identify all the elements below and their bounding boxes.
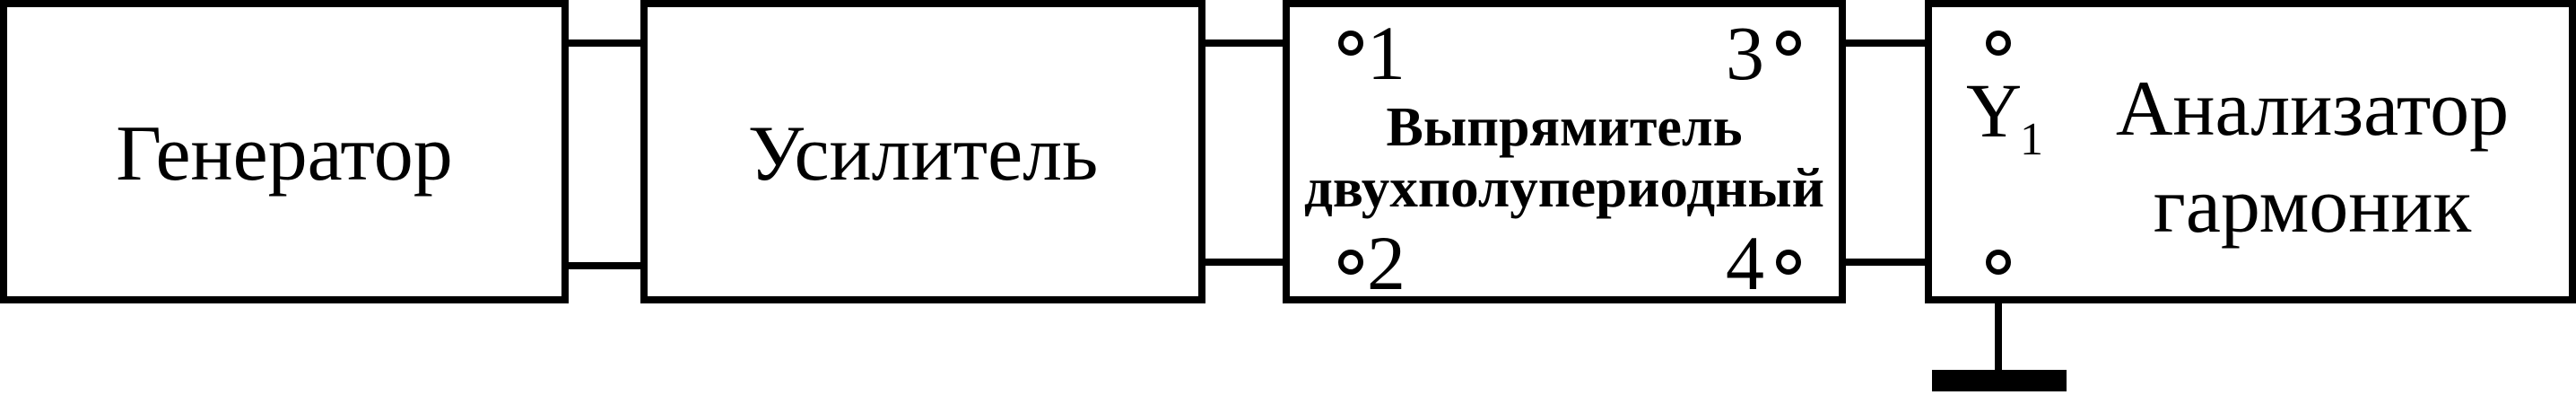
analyzer-frame — [1925, 0, 2576, 303]
terminal-3-label: 3 — [1726, 10, 1764, 96]
ground-symbol — [1932, 370, 2067, 391]
terminal-2-label: 2 — [1367, 220, 1405, 306]
analyzer-input-subscript: 1 — [2020, 114, 2043, 165]
analyzer-title-line1: Анализатор — [2116, 66, 2509, 153]
rectifier-block: Выпрямитель двухполупериодный 1 2 3 4 — [1283, 0, 1846, 306]
rectifier-frame — [1283, 0, 1846, 303]
terminal-1 — [1338, 31, 1363, 56]
analyzer-block: Y 1 Анализатор гармоник — [1925, 0, 2576, 303]
terminal-4-label: 4 — [1726, 220, 1764, 306]
generator-block: Генератор — [0, 0, 569, 303]
terminal-4 — [1776, 250, 1801, 275]
terminal-1-label: 1 — [1367, 10, 1405, 96]
terminal-2 — [1338, 250, 1363, 275]
rectifier-title-line2: двухполупериодный — [1304, 158, 1824, 219]
amplifier-block: Усилитель — [640, 0, 1205, 303]
analyzer-title-line2: гармоник — [2154, 162, 2472, 250]
rectifier-title-line1: Выпрямитель — [1386, 97, 1742, 158]
generator-label: Генератор — [116, 110, 452, 198]
analyzer-input-top-terminal — [1986, 31, 2011, 56]
amplifier-label: Усилитель — [748, 110, 1098, 198]
analyzer-input-label: Y — [1966, 67, 2022, 154]
amplifier-frame — [640, 0, 1205, 303]
analyzer-input-bottom-terminal — [1986, 250, 2011, 275]
terminal-3 — [1776, 31, 1801, 56]
generator-frame — [0, 0, 569, 303]
